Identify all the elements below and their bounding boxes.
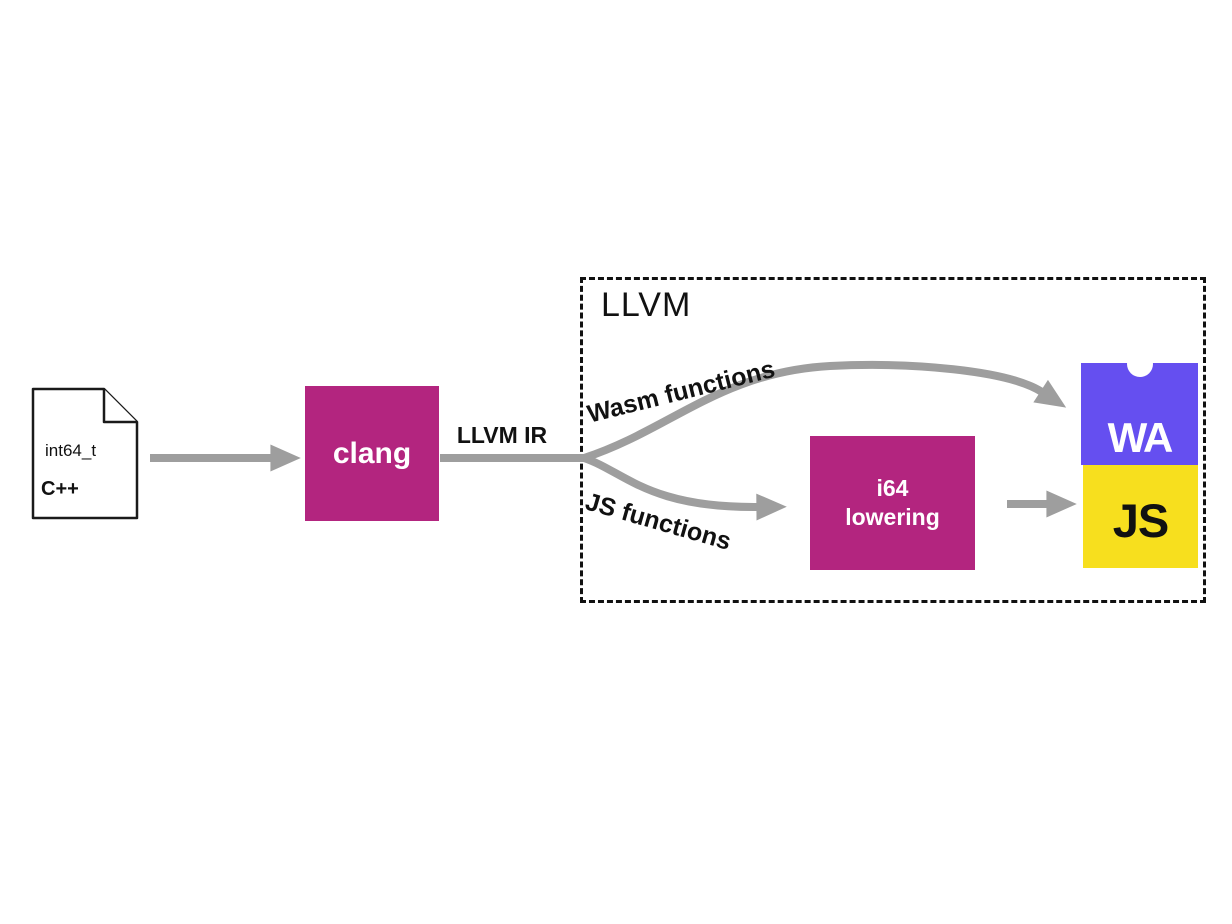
llvm-container-title: LLVM (601, 286, 692, 324)
llvm-dashed-container: LLVM (580, 277, 1206, 603)
clang-box-label: clang (332, 436, 412, 470)
document-fold-icon (102, 389, 137, 424)
javascript-logo-text: JS (1112, 494, 1169, 547)
source-file-lang-label: C++ (41, 478, 79, 500)
webassembly-logo-text: WA (1107, 414, 1174, 461)
i64-lowering-box: i64 lowering (810, 436, 975, 570)
arrow-js-branch (582, 454, 787, 521)
source-file-type-label: int64_t (45, 441, 97, 460)
i64-lowering-line2: lowering (845, 504, 940, 530)
arrow-wasm-branch (582, 361, 1067, 462)
llvm-ir-label: LLVM IR (456, 422, 548, 448)
cpp-file-icon (31, 387, 139, 520)
i64-lowering-line1: i64 (876, 475, 909, 502)
webassembly-logo: WA (1081, 351, 1198, 465)
clang-box: clang (305, 386, 439, 521)
javascript-logo: JS (1083, 465, 1198, 568)
webassembly-logo-notch-icon (1126, 351, 1153, 377)
